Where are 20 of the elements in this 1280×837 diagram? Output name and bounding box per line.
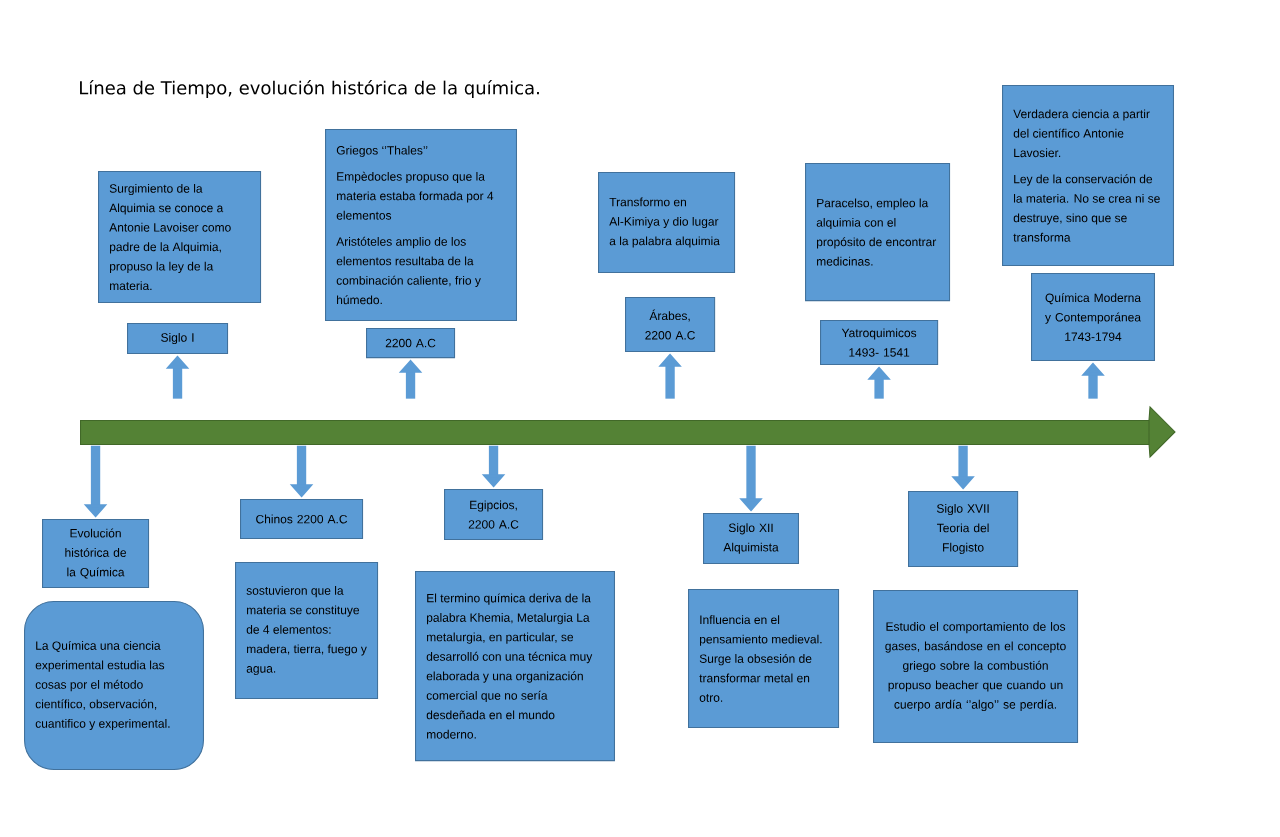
text-box: Griegos ‘’Thales’’ Empèdocles propuso que la materia estaba formada por 4 elementos Aristóteles amplio de los elementos resultaba de la combinación caliente, frio y húmedo. — [325, 129, 517, 321]
text-box: El termino química deriva de la palabra Khemia, Metalurgia La metalurgia, en particular, se desarrolló con una técnica muy elaborada y una organización comercial que no sería desdeñada en el mundo moderno. — [415, 571, 615, 762]
text-box: sostuvieron que la materia se constituye de 4 elementos: madera, tierra, fuego y agua. — [235, 562, 379, 700]
date-box: Chinos 2200 A.C — [240, 499, 364, 539]
date-box: Árabes, 2200 A.C — [625, 297, 716, 353]
text-box: Verdadera ciencia a partir del científico Antonie Lavosier. Ley de la conservación de la materia. No se crea ni se destruye, sino que se transforma — [1002, 85, 1174, 267]
date-box: Siglo XII Alquimista — [703, 513, 799, 565]
date-box: Evolución histórica de la Química — [42, 519, 150, 589]
text-box: Transformo en Al-Kimiya y dio lugar a la palabra alquimia — [598, 172, 736, 274]
rounded-box: La Química una ciencia experimental estudia las cosas por el método científico, observación, cuantifico y experimental. — [24, 601, 204, 771]
date-box: Egipcios, 2200 A.C — [444, 489, 544, 541]
date-box: Química Moderna y Contemporánea 1743-1794 — [1031, 273, 1155, 361]
text-box: Paracelso, empleo la alquimia con el propósito de encontrar medicinas. — [805, 163, 951, 302]
date-box: Yatroquimicos 1493- 1541 — [820, 320, 939, 366]
title: Línea de Tiempo, evolución histórica de la química. — [80, 79, 539, 99]
text-box: Influencia en el pensamiento medieval. Surge la obsesión de transformar metal en otro. — [688, 589, 840, 729]
timeline-arrow — [80, 405, 1176, 459]
date-box: Siglo XVII Teoria del Flogisto — [908, 491, 1019, 567]
text-box: Estudio el comportamiento de los gases, basándose en el concepto griego sobre la combustión propuso beacher que cuando un cuerpo ardía ‘’algo’’ se perdía. — [873, 590, 1079, 744]
text-box: Surgimiento de la Alquimia se conoce a Antonie Lavoiser como padre de la Alquimia, propuso la ley de la materia. — [98, 171, 262, 303]
